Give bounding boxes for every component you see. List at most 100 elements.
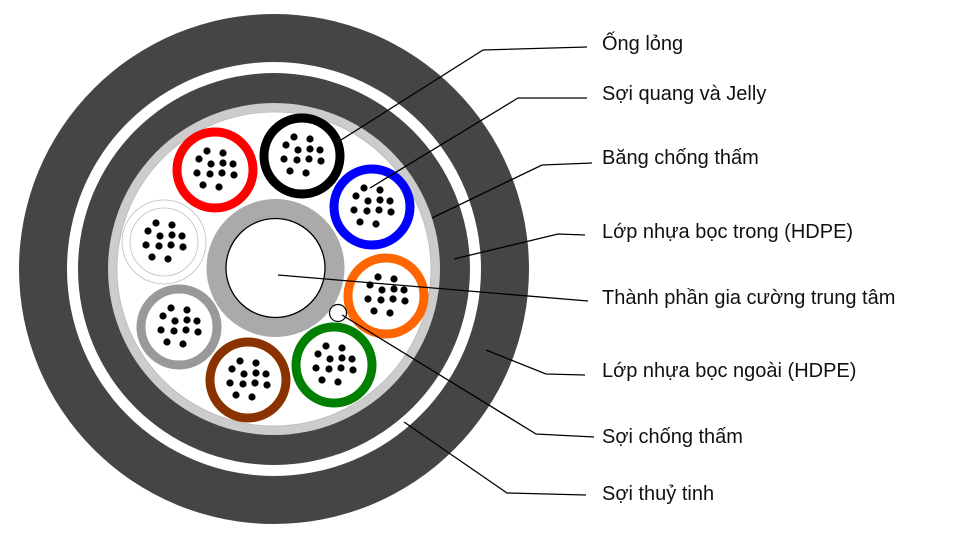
leader-fiber-and-jelly xyxy=(369,97,587,189)
optical-fiber xyxy=(193,169,201,177)
loose-tube-outer-edge xyxy=(121,199,207,285)
optical-fiber xyxy=(251,379,259,387)
label-fiber-and-jelly: Sợi quang và Jelly xyxy=(602,83,767,105)
optical-fiber xyxy=(282,141,290,149)
optical-fiber xyxy=(363,207,371,215)
loose-tube-ring xyxy=(329,164,415,250)
optical-fiber xyxy=(203,147,211,155)
optical-fiber xyxy=(240,370,248,378)
optical-fiber xyxy=(364,295,372,303)
optical-fiber xyxy=(356,218,364,226)
optical-fiber xyxy=(376,186,384,194)
optical-fiber xyxy=(142,241,150,249)
optical-fiber xyxy=(370,307,378,315)
optical-fiber xyxy=(148,253,156,261)
optical-fiber xyxy=(167,304,175,312)
optical-fiber xyxy=(318,376,326,384)
optical-fiber xyxy=(239,380,247,388)
optical-fiber xyxy=(171,317,179,325)
leader-glass-yarn xyxy=(403,421,587,496)
loose-tube-brown xyxy=(205,337,291,423)
optical-fiber xyxy=(337,364,345,372)
optical-fiber xyxy=(317,157,325,165)
optical-fiber xyxy=(193,317,201,325)
optical-fiber xyxy=(179,243,187,251)
loose-tube-ring xyxy=(205,337,291,423)
optical-fiber xyxy=(316,146,324,154)
optical-fiber xyxy=(183,316,191,324)
loose-tube-gray xyxy=(136,284,222,370)
loose-tube-inner-edge xyxy=(129,207,199,277)
optical-fiber xyxy=(280,155,288,163)
optical-fiber xyxy=(219,149,227,157)
optical-fiber xyxy=(236,357,244,365)
optical-fiber xyxy=(194,328,202,336)
optical-fiber xyxy=(170,327,178,335)
loose-tube-ring xyxy=(343,253,429,339)
optical-fiber xyxy=(156,232,164,240)
optical-fiber xyxy=(215,183,223,191)
optical-fiber xyxy=(168,221,176,229)
loose-tube-black xyxy=(259,113,345,199)
optical-fiber xyxy=(302,169,310,177)
optical-fiber xyxy=(352,192,360,200)
leader-central-strength-member xyxy=(277,274,589,302)
optical-fiber xyxy=(252,359,260,367)
optical-fiber xyxy=(348,355,356,363)
optical-fiber xyxy=(157,326,165,334)
optical-fiber xyxy=(199,181,207,189)
optical-fiber xyxy=(159,312,167,320)
optical-fiber xyxy=(306,145,314,153)
optical-fiber xyxy=(338,344,346,352)
optical-fiber xyxy=(226,379,234,387)
loose-tube-ring xyxy=(259,113,345,199)
optical-fiber xyxy=(374,273,382,281)
optical-fiber xyxy=(305,155,313,163)
leader-loose-tube xyxy=(340,46,588,141)
optical-fiber xyxy=(252,369,260,377)
label-water-blocking-tape: Băng chống thấm xyxy=(602,147,759,169)
optical-fiber xyxy=(206,170,214,178)
optical-fiber xyxy=(290,133,298,141)
optical-fiber xyxy=(375,206,383,214)
leader-outer-jacket xyxy=(485,349,586,376)
optical-fiber xyxy=(167,241,175,249)
loose-tube-blue xyxy=(329,164,415,250)
optical-fiber xyxy=(248,393,256,401)
optical-fiber xyxy=(152,219,160,227)
optical-fiber xyxy=(183,306,191,314)
optical-fiber xyxy=(325,365,333,373)
optical-fiber xyxy=(306,135,314,143)
optical-fiber xyxy=(232,391,240,399)
optical-fiber xyxy=(164,255,172,263)
optical-fiber xyxy=(349,366,357,374)
optical-fiber xyxy=(219,159,227,167)
loose-tube-green xyxy=(291,322,377,408)
optical-fiber xyxy=(312,364,320,372)
label-water-blocking-yarn: Sợi chống thấm xyxy=(602,426,743,448)
optical-fiber xyxy=(144,227,152,235)
loose-tube-red xyxy=(172,127,258,213)
optical-fiber xyxy=(195,155,203,163)
optical-fiber xyxy=(179,340,187,348)
optical-fiber xyxy=(389,295,397,303)
label-loose-tube: Ống lỏng xyxy=(602,33,684,55)
optical-fiber xyxy=(155,242,163,250)
optical-fiber xyxy=(229,160,237,168)
optical-fiber xyxy=(228,365,236,373)
leader-water-blocking-yarn xyxy=(341,314,595,438)
label-glass-yarn: Sợi thuỷ tinh xyxy=(602,483,715,505)
label-central-strength-member: Thành phần gia cường trung tâm xyxy=(602,287,896,309)
optical-fiber xyxy=(364,197,372,205)
loose-tube-white xyxy=(121,199,207,285)
label-outer-jacket: Lớp nhựa bọc ngoài (HDPE) xyxy=(602,360,857,382)
optical-fiber xyxy=(230,171,238,179)
optical-fiber xyxy=(293,156,301,164)
optical-fiber xyxy=(387,208,395,216)
optical-fiber xyxy=(338,354,346,362)
optical-fiber xyxy=(377,296,385,304)
loose-tube-orange xyxy=(343,253,429,339)
optical-fiber xyxy=(163,338,171,346)
optical-fiber xyxy=(376,196,384,204)
